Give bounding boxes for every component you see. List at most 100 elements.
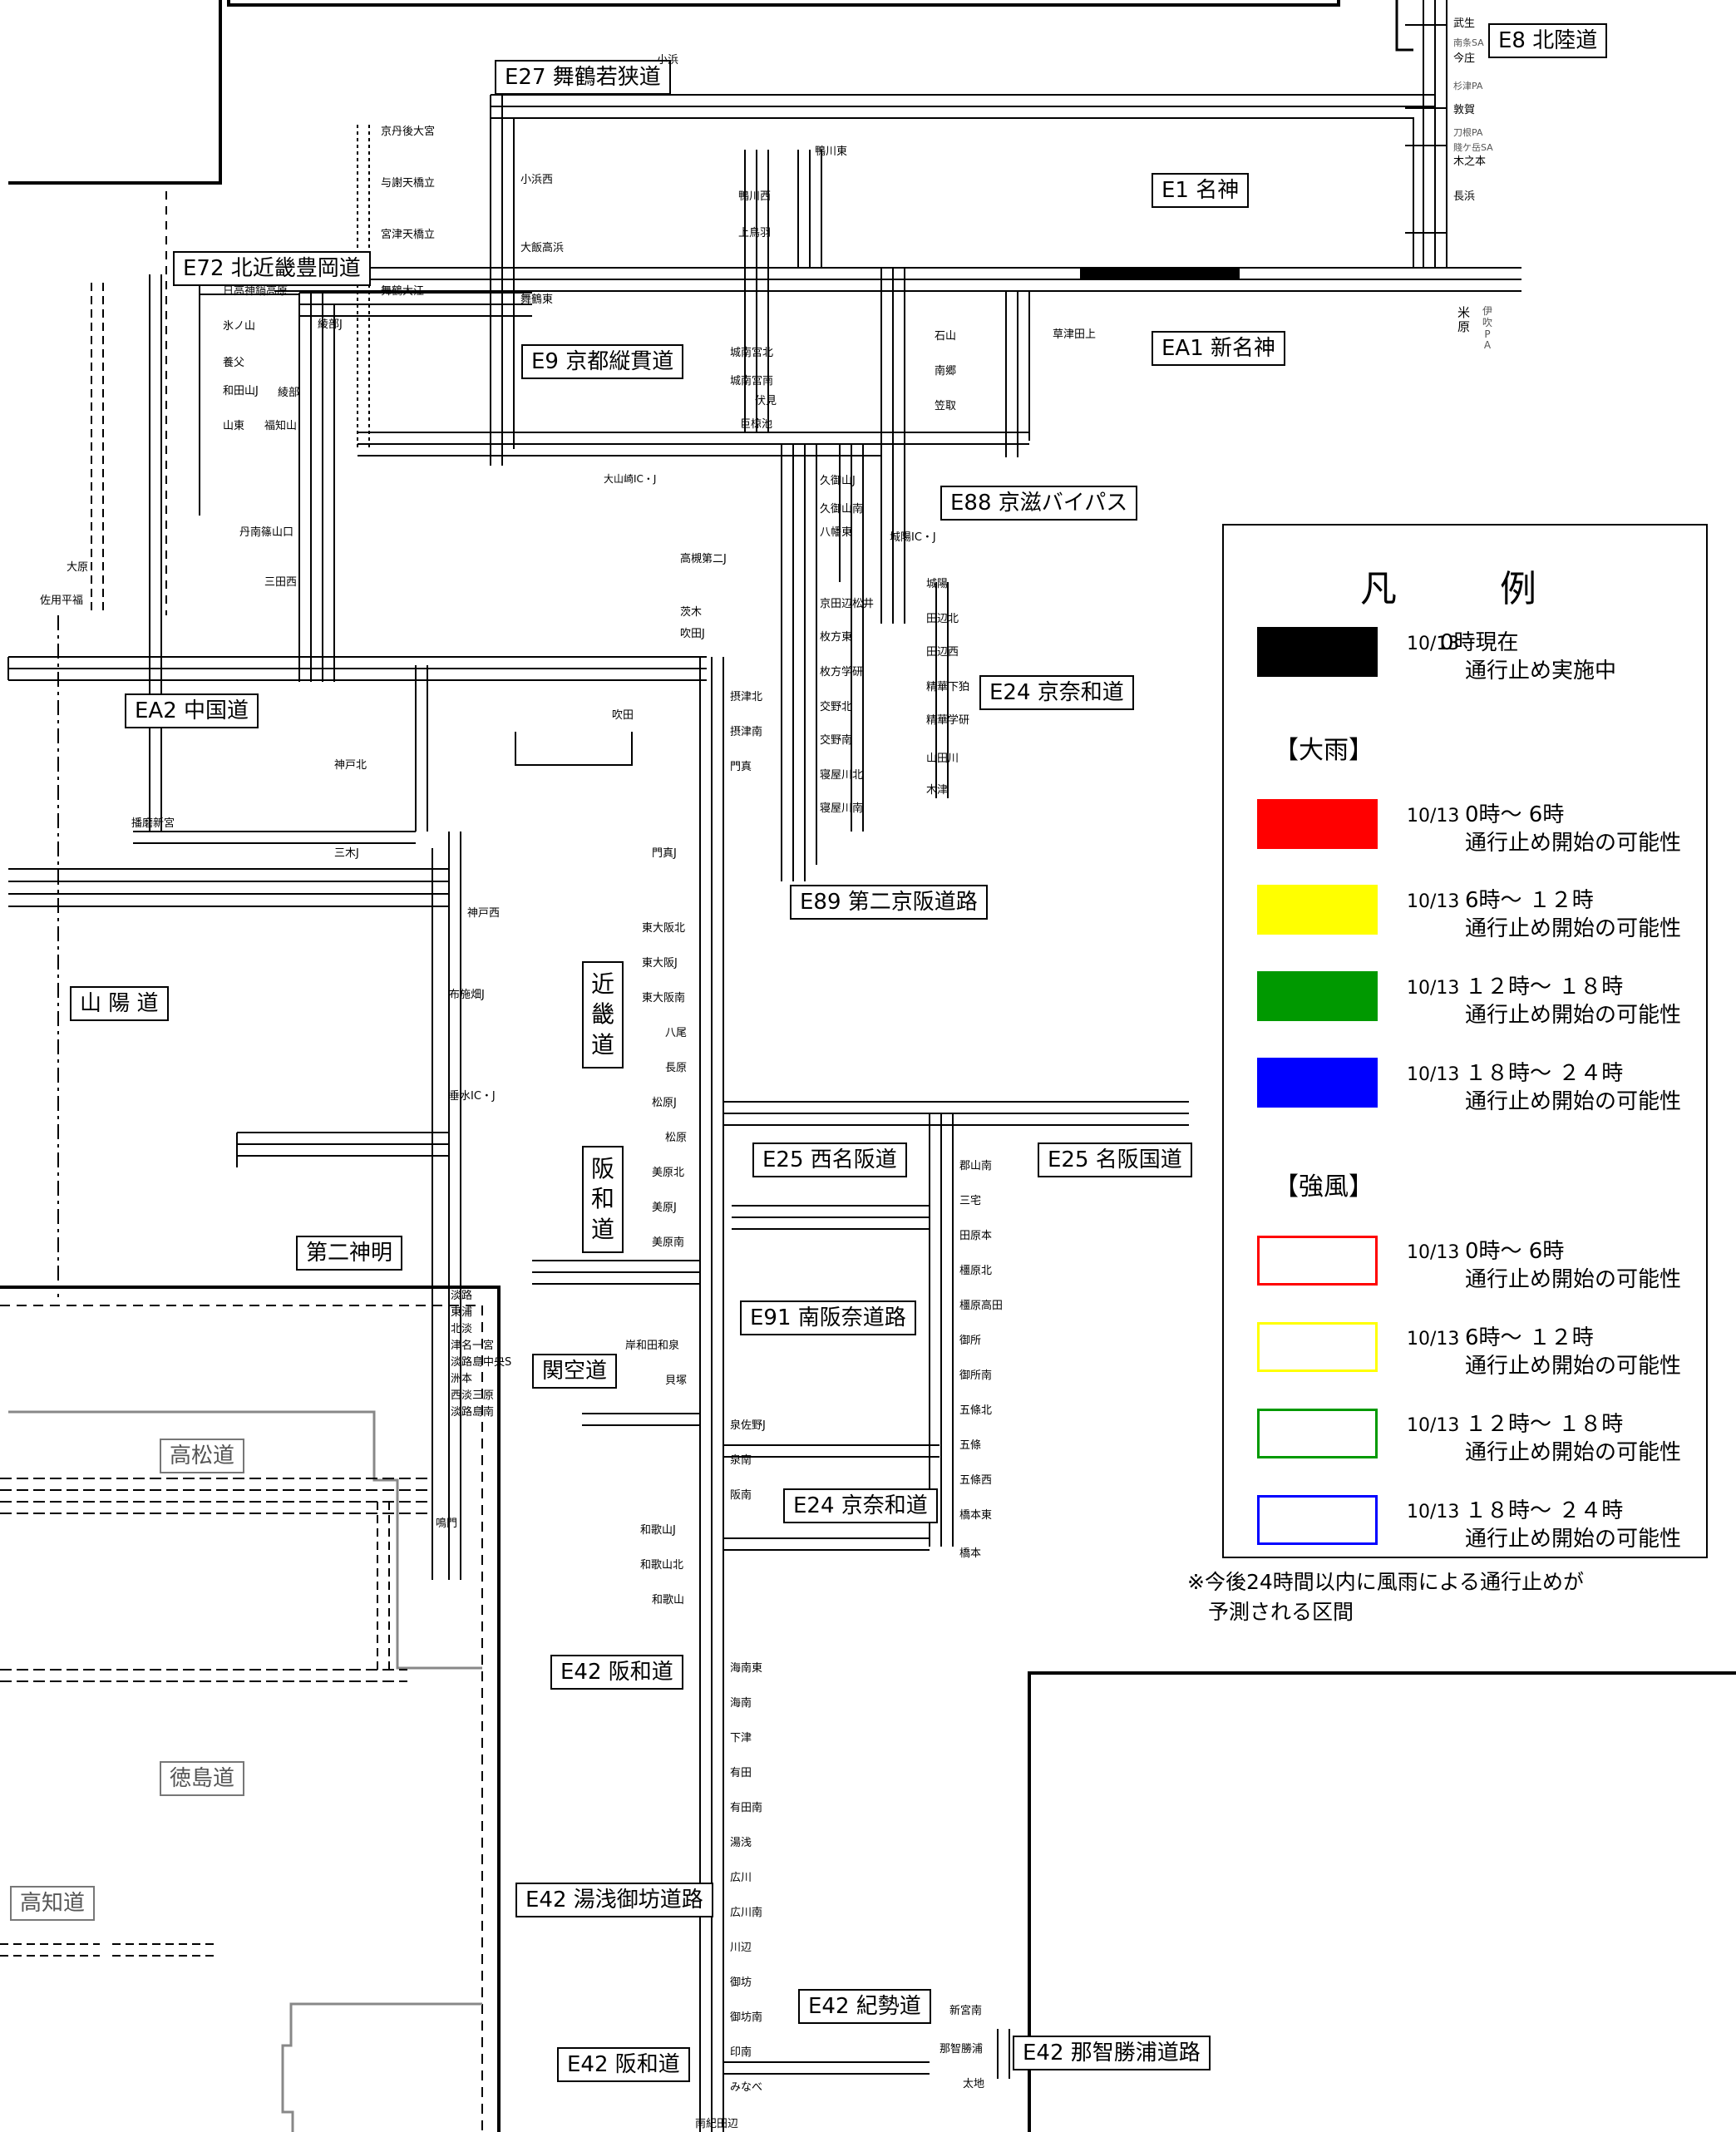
ic-label: 城南宮南 [730, 375, 774, 387]
ic-label: 下津 [730, 1732, 752, 1745]
ic-label: 御坊 [730, 1977, 752, 1989]
ic-label: 小浜 [657, 54, 679, 67]
legend-swatch-closed [1257, 627, 1378, 677]
ic-label: 京丹後大宮 [381, 126, 436, 138]
ic-label: 津名一宮 [451, 1340, 495, 1352]
ic-label: 阪南 [730, 1489, 752, 1502]
route-label-e42-nachi: E42 那智勝浦道路 [1013, 2036, 1211, 2070]
ic-label: 寝屋川南 [820, 802, 864, 815]
legend-swatch-wind-green [1257, 1409, 1378, 1458]
ic-label: 今庄 [1453, 52, 1476, 65]
ic-label: 西淡三原 [451, 1389, 495, 1402]
ic-label: 東浦 [451, 1306, 473, 1319]
legend-date: 10/13 [1407, 1064, 1460, 1085]
legend-item-wind-18-24: 10/13 １８時～ ２４時 通行止め開始の可能性 [1257, 1492, 1689, 1552]
ic-label: 久御山J [820, 475, 856, 487]
legend-date: 10/13 [1407, 1329, 1460, 1350]
legend-swatch-wind-blue [1257, 1495, 1378, 1545]
ic-label: 氷ノ山 [223, 320, 256, 333]
ic-label: 広川 [730, 1872, 752, 1884]
legend-item-rain-12-18: 10/13 １２時～ １８時 通行止め開始の可能性 [1257, 968, 1689, 1028]
ic-label: 田辺北 [926, 613, 959, 625]
ic-label: 城陽 [926, 578, 949, 590]
legend-line1: 6時～ １２時 [1465, 888, 1594, 913]
ic-label: 養父 [223, 357, 245, 369]
route-label-takamatsu: 高松道 [160, 1439, 245, 1473]
ic-label: 五條北 [959, 1404, 993, 1417]
ic-label: 播磨新宮 [131, 817, 175, 830]
ic-label: 日高神鍋高原 [223, 285, 289, 298]
ic-label: 和歌山北 [640, 1559, 684, 1572]
route-label-e8: E8 北陸道 [1488, 23, 1608, 58]
ic-label: 東大阪J [642, 957, 678, 970]
ic-label: 舞鶴東 [520, 294, 554, 306]
ic-label: 橿原北 [959, 1265, 993, 1277]
legend-line2: 通行止め開始の可能性 [1465, 1354, 1682, 1379]
ic-label: 御坊南 [730, 2011, 763, 2024]
ic-label: 川辺 [730, 1942, 752, 1954]
ic-label: 松原J [652, 1097, 677, 1109]
ic-label: 賤ケ岳SA [1453, 142, 1493, 153]
legend-footnote: ※今後24時間以内に風雨による通行止めが 予測される区間 [1187, 1570, 1585, 1625]
ic-label: 宮津天橋立 [381, 229, 436, 241]
ic-label: 布施畑J [449, 989, 485, 1001]
ic-label: 上鳥羽 [738, 227, 772, 239]
ic-label: 米原 [1457, 305, 1470, 335]
legend-heading-wind: 【強風】 [1274, 1172, 1374, 1202]
ic-label: 京田辺松井 [820, 598, 875, 610]
ic-label: 武生 [1453, 17, 1476, 30]
ic-label: 和田山J [223, 385, 259, 397]
ic-label: 与謝天橋立 [381, 177, 436, 190]
route-label-ea1: EA1 新名神 [1152, 331, 1286, 366]
legend-line1: １２時～ １８時 [1465, 975, 1624, 999]
legend-date: 10/13 [1407, 806, 1460, 827]
ic-label: 佐用平福 [40, 595, 84, 607]
ic-label: 神戸西 [467, 907, 501, 920]
ic-label: 精華下狛 [926, 681, 970, 693]
ic-label: 南紀田辺 [695, 2118, 739, 2130]
ic-label: 三田西 [264, 576, 298, 589]
ic-label: 淡路島中央S [451, 1356, 512, 1369]
ic-label: 北淡 [451, 1323, 473, 1335]
ic-label: 泉佐野J [730, 1419, 766, 1432]
legend-item-wind-6-12: 10/13 6時～ １２時 通行止め開始の可能性 [1257, 1319, 1689, 1379]
ic-label: 有田 [730, 1767, 752, 1779]
ic-label: 吹田J [680, 628, 705, 640]
legend-line1: １８時～ ２４時 [1465, 1061, 1624, 1086]
legend-line2: 通行止め開始の可能性 [1465, 1089, 1682, 1114]
ic-label: 久御山南 [820, 503, 864, 516]
ic-label: 門真 [730, 761, 752, 773]
legend-line1: 0時～ 6時 [1465, 802, 1565, 827]
ic-label: 伊吹PA [1482, 305, 1492, 352]
ic-label: みなべ [730, 2081, 763, 2094]
ic-label: 摂津北 [730, 691, 763, 703]
ic-label: 淡路 [451, 1290, 473, 1302]
ic-label: 田辺西 [926, 646, 959, 659]
ic-label: 丹南篠山口 [239, 526, 294, 539]
ic-label: 広川南 [730, 1907, 763, 1919]
ic-label: 小浜西 [520, 174, 554, 186]
ic-label: 八幡東 [820, 526, 853, 539]
legend-swatch-wind-yellow [1257, 1322, 1378, 1372]
legend-panel: 凡 例 10/13 0時現在 通行止め実施中 【大雨】 10/13 0時～ 6時… [1222, 524, 1708, 1558]
legend-item-rain-6-12: 10/13 6時～ １２時 通行止め開始の可能性 [1257, 881, 1689, 941]
ic-label: 交野北 [820, 701, 853, 713]
ic-label: 郡山南 [959, 1160, 993, 1172]
ic-label: 敦賀 [1453, 104, 1476, 116]
ic-label: 伏見 [755, 395, 777, 407]
ic-label: 高槻第二J [680, 553, 727, 565]
ic-label: 太地 [963, 2078, 985, 2090]
ic-label: 三宅 [959, 1195, 982, 1207]
ic-label: 貝塚 [665, 1374, 688, 1387]
ic-label: 大飯高浜 [520, 242, 565, 254]
ic-label: 茨木 [680, 606, 703, 619]
legend-line1: 0時～ 6時 [1465, 1239, 1565, 1264]
legend-swatch-rain-yellow [1257, 885, 1378, 935]
ic-label: 美原北 [652, 1167, 685, 1179]
legend-line2: 通行止め開始の可能性 [1465, 1267, 1682, 1292]
ic-label: 田原本 [959, 1230, 993, 1242]
route-label-e88: E88 京滋バイパス [940, 486, 1138, 521]
ic-label: 洲本 [451, 1373, 473, 1385]
legend-line2: 通行止め開始の可能性 [1465, 1527, 1682, 1552]
